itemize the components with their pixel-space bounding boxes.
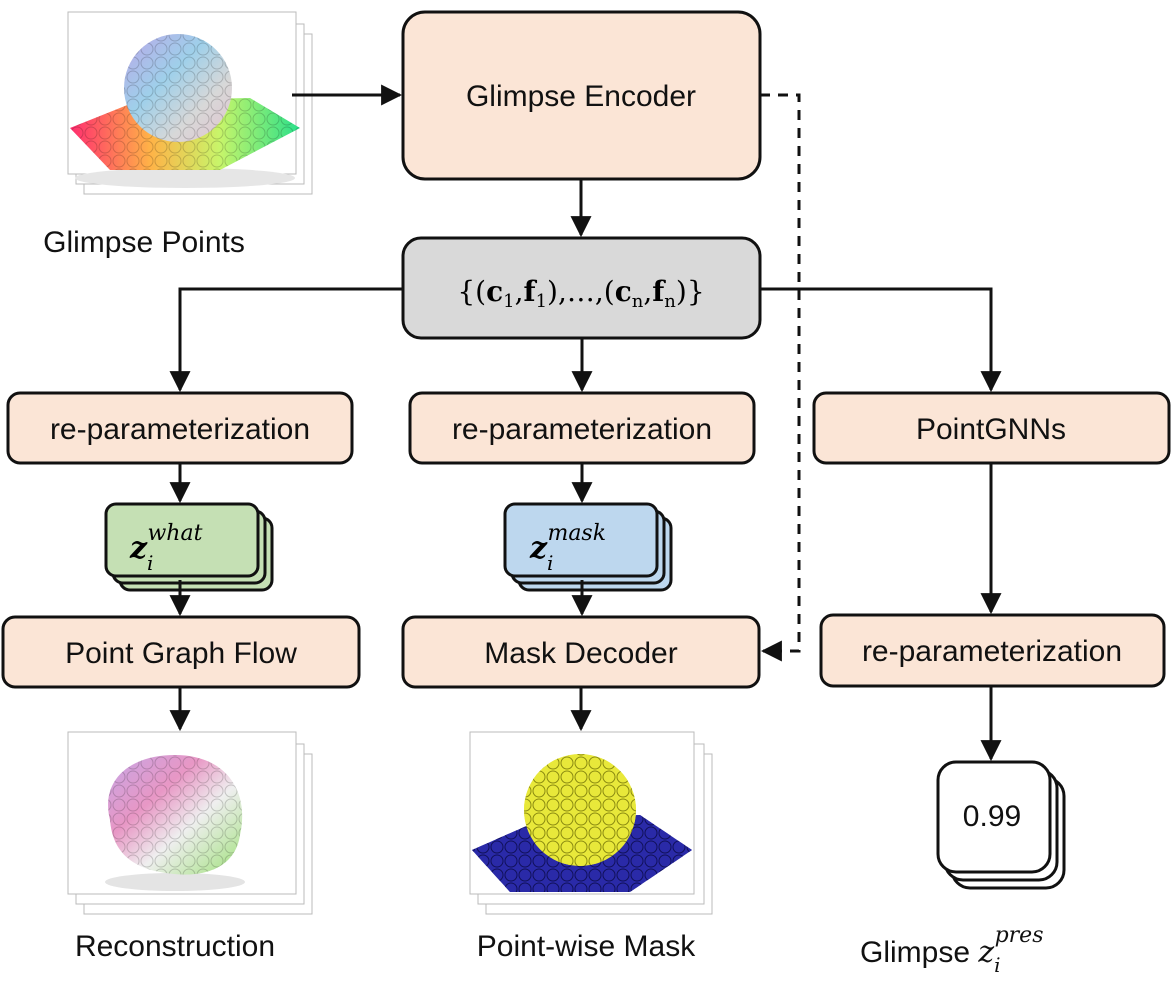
z-pres-value: 0.99 [963, 800, 1021, 833]
z-mask-stack [503, 502, 673, 592]
reparam-middle-box [408, 391, 756, 465]
pointgnns-box [812, 391, 1171, 465]
reparam-left-label: re-parameterization [50, 413, 310, 446]
caption-reconstruction: Reconstruction [75, 930, 275, 963]
pointgnns-label: PointGNNs [916, 413, 1066, 446]
z-what-stack [104, 502, 274, 592]
pointwise-mask-image [469, 731, 713, 915]
point-graph-flow-box [1, 615, 361, 689]
z-mask-label: zimask [529, 521, 606, 575]
features-label: {(c1,f1),…,(cn,fn)} [457, 275, 704, 312]
connectors [169, 84, 1002, 762]
mask-decoder-box [401, 615, 761, 689]
glimpse-encoder-label: Glimpse Encoder [466, 80, 696, 113]
z-pres-value-stack [936, 760, 1066, 890]
glimpse-points-image [67, 11, 313, 195]
dashed-arrow-encoder-to-decoder [760, 93, 801, 662]
reconstruction-image [67, 731, 313, 915]
arrow-features-to-reparam-left [169, 287, 403, 393]
caption-glimpse-pres: Glimpse zipres [860, 923, 1044, 977]
reparam-right-box [819, 613, 1166, 688]
caption-pointwise-mask: Point-wise Mask [477, 930, 696, 963]
mask-decoder-label: Mask Decoder [484, 637, 677, 670]
reparam-left-box [6, 391, 354, 465]
reparam-right-label: re-parameterization [862, 635, 1122, 668]
z-what-label: ziwhat [129, 521, 203, 575]
arrow-features-to-pointgnns [760, 287, 1002, 393]
caption-glimpse-points: Glimpse Points [43, 226, 245, 259]
point-graph-flow-label: Point Graph Flow [65, 637, 297, 670]
reparam-middle-label: re-parameterization [452, 413, 712, 446]
